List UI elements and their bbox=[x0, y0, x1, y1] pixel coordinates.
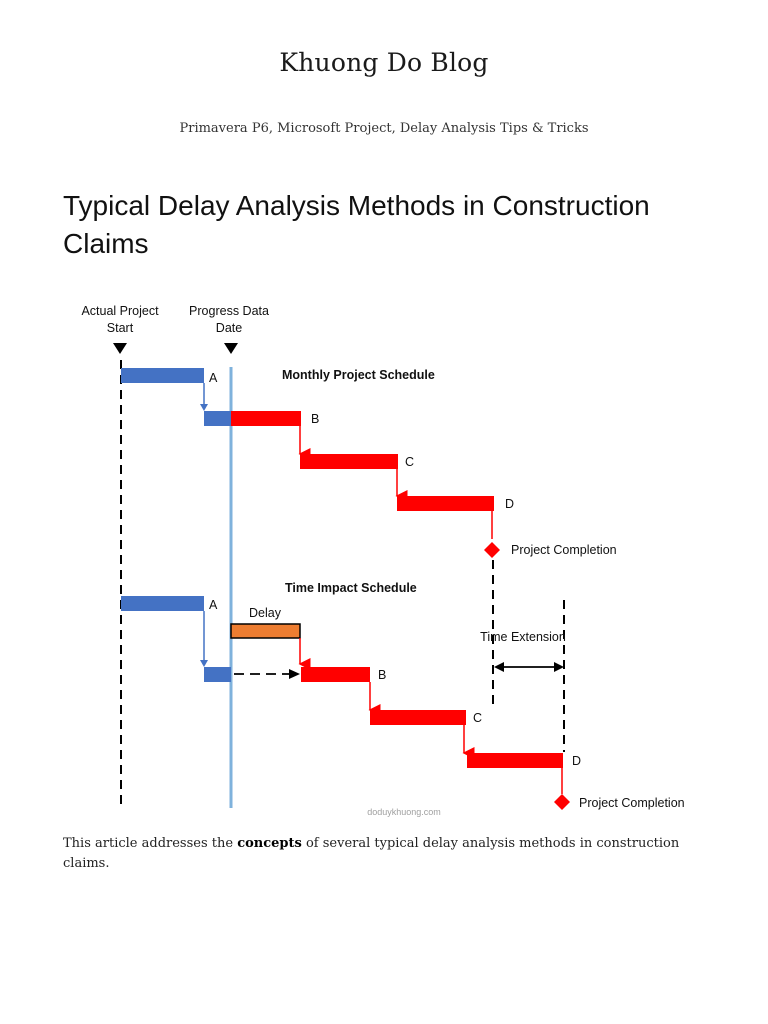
delay-bar bbox=[230, 623, 301, 639]
label-data-date-line1: Progress Data bbox=[189, 304, 269, 318]
intro-text-after: of several typical delay analysis method… bbox=[63, 836, 680, 871]
diagram-svg: Actual Project Start Progress Data Date … bbox=[81, 304, 685, 817]
data-date-marker-icon bbox=[224, 343, 238, 354]
monthly-task-a-label: A bbox=[209, 371, 218, 385]
monthly-schedule-title: Monthly Project Schedule bbox=[282, 368, 435, 382]
blog-title[interactable]: Khuong Do Blog bbox=[279, 48, 489, 77]
monthly-task-a-bar bbox=[121, 368, 204, 383]
impact-task-b-remaining-bar bbox=[301, 667, 370, 682]
article-intro: This article addresses the concepts of s… bbox=[63, 834, 703, 874]
article-title: Typical Delay Analysis Methods in Constr… bbox=[63, 190, 650, 259]
monthly-task-b-actual-bar bbox=[204, 411, 231, 426]
monthly-completion-label: Project Completion bbox=[511, 543, 617, 557]
impact-schedule-title: Time Impact Schedule bbox=[285, 581, 417, 595]
label-actual-start-line2: Start bbox=[107, 321, 134, 335]
impact-task-b-label: B bbox=[378, 668, 386, 682]
impact-completion-milestone-icon bbox=[554, 794, 570, 810]
delay-label: Delay bbox=[249, 606, 282, 620]
label-actual-start-line1: Actual Project bbox=[81, 304, 159, 318]
impact-task-d-label: D bbox=[572, 754, 581, 768]
monthly-task-d-bar bbox=[397, 496, 494, 511]
time-extension-right-arrow-icon bbox=[554, 662, 564, 672]
impact-task-b-actual-bar bbox=[204, 667, 231, 682]
start-marker-icon bbox=[113, 343, 127, 354]
impact-task-c-label: C bbox=[473, 711, 482, 725]
impact-shift-arrow-icon bbox=[289, 669, 300, 679]
monthly-task-d-label: D bbox=[505, 497, 514, 511]
impact-task-d-bar bbox=[467, 753, 563, 768]
monthly-task-b-remaining-bar bbox=[231, 411, 301, 426]
monthly-completion-milestone-icon bbox=[484, 542, 500, 558]
monthly-task-b-label: B bbox=[311, 412, 319, 426]
impact-task-a-bar bbox=[121, 596, 204, 611]
monthly-task-c-label: C bbox=[405, 455, 414, 469]
monthly-link-a-b-arrow-icon bbox=[200, 404, 208, 411]
impact-task-a-label: A bbox=[209, 598, 218, 612]
impact-link-a-b-arrow-icon bbox=[200, 660, 208, 667]
intro-text-before: This article addresses the bbox=[63, 836, 238, 851]
delay-analysis-diagram: Actual Project Start Progress Data Date … bbox=[0, 290, 768, 830]
monthly-task-c-bar bbox=[300, 454, 398, 469]
impact-task-c-bar bbox=[370, 710, 466, 725]
time-extension-label: Time Extension bbox=[480, 630, 566, 644]
blog-tagline: Primavera P6, Microsoft Project, Delay A… bbox=[179, 121, 589, 136]
intro-bold-concepts: concepts bbox=[237, 836, 302, 851]
diagram-watermark: doduykhuong.com bbox=[367, 807, 441, 817]
label-data-date-line2: Date bbox=[216, 321, 242, 335]
time-extension-left-arrow-icon bbox=[494, 662, 504, 672]
impact-completion-label: Project Completion bbox=[579, 796, 685, 810]
